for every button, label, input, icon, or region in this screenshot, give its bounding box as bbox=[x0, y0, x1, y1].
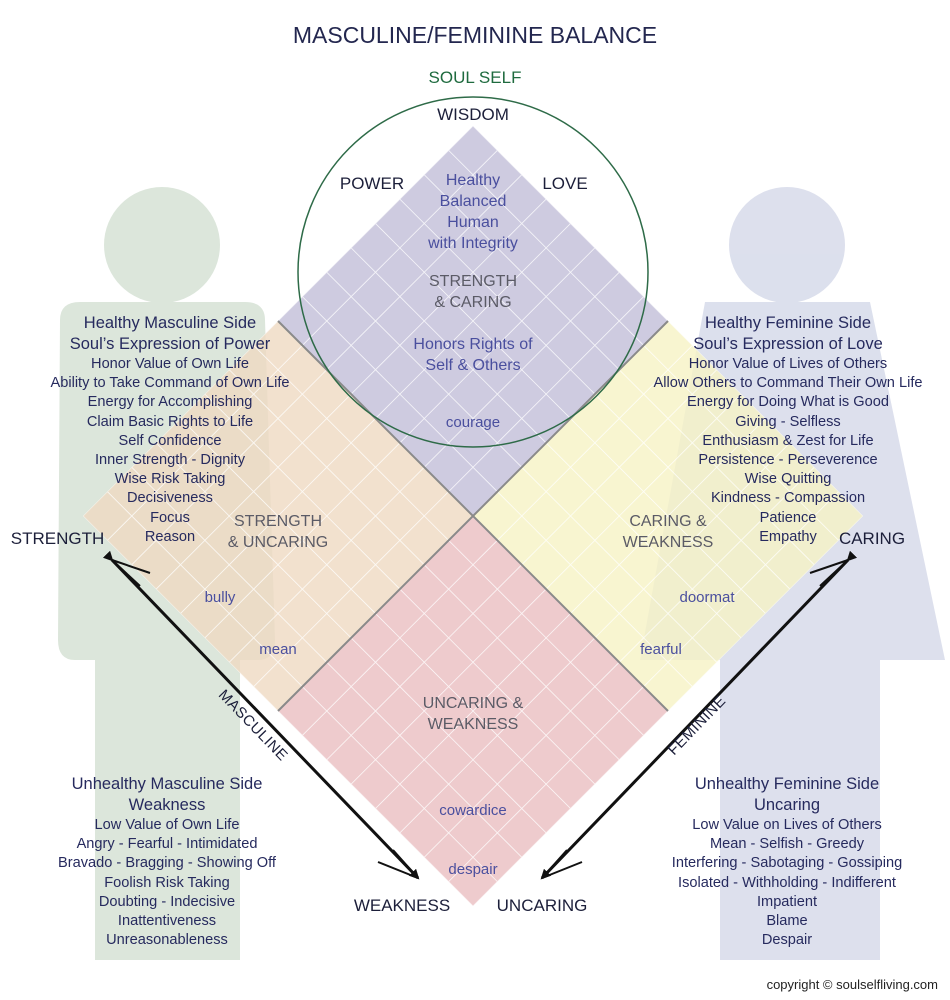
list-item: Empathy bbox=[759, 528, 817, 545]
honors-line-2: Self & Others bbox=[425, 357, 521, 374]
list-item: Energy for Accomplishing bbox=[87, 394, 253, 411]
grid-line bbox=[83, 126, 681, 906]
feminine-axis-arrow bbox=[540, 550, 858, 880]
healthy-balanced-text: Healthy Balanced Human with Integrity bbox=[373, 170, 573, 254]
strength-caring-heading: STRENGTH & CARING bbox=[373, 271, 573, 313]
doormat-label: doormat bbox=[679, 589, 735, 606]
healthy-masculine-list: Healthy Masculine Side Soul’s Expression… bbox=[20, 313, 320, 547]
strength-label: STRENGTH bbox=[10, 529, 105, 548]
uncaring-weakness-heading: UNCARING & WEAKNESS bbox=[373, 693, 573, 735]
power-label: POWER bbox=[339, 174, 405, 193]
list-item: Inner Strength - Dignity bbox=[94, 452, 246, 469]
grid-line bbox=[265, 126, 863, 906]
honors-line-1: Honors Rights of bbox=[413, 336, 533, 353]
grid-line bbox=[83, 126, 584, 906]
list-item: Decisiveness bbox=[127, 490, 213, 507]
cowardice-label: cowardice bbox=[439, 802, 507, 819]
list-item: Unreasonableness bbox=[106, 932, 228, 949]
top-line-4: with Integrity bbox=[428, 235, 518, 252]
list-item: Despair bbox=[761, 932, 813, 949]
fearful-label: fearful bbox=[640, 641, 682, 658]
unhealthy-masculine-title: Unhealthy Masculine Side bbox=[71, 775, 263, 793]
su-heading-2: & UNCARING bbox=[227, 534, 329, 551]
healthy-feminine-subtitle: Soul’s Expression of Love bbox=[693, 335, 883, 353]
list-item: Foolish Risk Taking bbox=[104, 874, 230, 891]
soul-self-label: SOUL SELF bbox=[428, 68, 522, 87]
list-item: Allow Others to Command Their Own Life bbox=[653, 375, 923, 392]
despair-label: despair bbox=[448, 861, 498, 878]
strength-uncaring-heading: STRENGTH & UNCARING bbox=[178, 511, 378, 553]
list-item: Inattentiveness bbox=[117, 913, 217, 930]
list-item: Bravado - Bragging - Showing Off bbox=[58, 855, 276, 872]
unhealthy-feminine-title: Unhealthy Feminine Side bbox=[694, 775, 880, 793]
list-item: Doubting - Indecisive bbox=[98, 893, 236, 910]
list-item: Low Value on Lives of Others bbox=[692, 817, 882, 833]
list-item: Isolated - Withholding - Indifferent bbox=[678, 874, 896, 891]
grid-line bbox=[83, 126, 633, 906]
list-item: Honor Value of Lives of Others bbox=[688, 356, 888, 372]
list-item: Blame bbox=[766, 913, 808, 930]
list-item: Kindness - Compassion bbox=[710, 490, 866, 507]
list-item: Interfering - Sabotaging - Gossiping bbox=[671, 855, 903, 872]
su-heading-1: STRENGTH bbox=[234, 513, 322, 530]
unhealthy-masculine-list: Unhealthy Masculine Side Weakness Low Va… bbox=[17, 774, 317, 950]
list-item: Ability to Take Command of Own Life bbox=[50, 375, 290, 392]
list-item: Reason bbox=[144, 528, 196, 545]
list-item: Energy for Doing What is Good bbox=[687, 394, 889, 411]
unhealthy-masculine-subtitle: Weakness bbox=[128, 796, 206, 814]
list-item: Impatient bbox=[756, 893, 818, 910]
bully-label: bully bbox=[204, 589, 236, 606]
list-item: Angry - Fearful - Intimidated bbox=[76, 836, 258, 853]
copyright-notice: copyright © soulselfliving.com bbox=[766, 977, 938, 992]
list-item: Patience bbox=[759, 509, 817, 526]
healthy-masculine-title: Healthy Masculine Side bbox=[83, 314, 257, 332]
page-title: MASCULINE/FEMININE BALANCE bbox=[292, 22, 658, 48]
list-item: Focus bbox=[150, 509, 190, 526]
list-item: Wise Quitting bbox=[744, 471, 832, 488]
grid-line bbox=[362, 126, 863, 906]
courage-label: courage bbox=[445, 414, 501, 431]
soul-self-circle bbox=[297, 96, 649, 448]
caring-weakness-heading: CARING & WEAKNESS bbox=[568, 511, 768, 553]
healthy-feminine-title: Healthy Feminine Side bbox=[705, 314, 871, 332]
caring-label: CARING bbox=[838, 529, 906, 548]
list-item: Low Value of Own Life bbox=[94, 817, 240, 833]
grid-line bbox=[313, 126, 863, 906]
cw-heading-2: WEAKNESS bbox=[622, 534, 714, 551]
uw-heading-2: WEAKNESS bbox=[427, 716, 519, 733]
mean-label: mean bbox=[259, 641, 297, 658]
list-item: Giving - Selfless bbox=[735, 413, 841, 430]
list-item: Claim Basic Rights to Life bbox=[86, 413, 254, 430]
uw-heading-1: UNCARING & bbox=[422, 695, 524, 712]
top-line-2: Balanced bbox=[439, 193, 507, 210]
list-item: Mean - Selfish - Greedy bbox=[709, 836, 865, 853]
list-item: Wise Risk Taking bbox=[114, 471, 226, 488]
sc-heading-1: STRENGTH bbox=[429, 273, 517, 290]
healthy-masculine-subtitle: Soul’s Expression of Power bbox=[69, 335, 271, 353]
masculine-axis-arrow bbox=[102, 550, 420, 880]
sc-heading-2: & CARING bbox=[434, 294, 512, 311]
top-line-1: Healthy bbox=[445, 172, 501, 189]
list-item: Honor Value of Own Life bbox=[91, 356, 249, 372]
top-line-3: Human bbox=[447, 214, 499, 231]
list-item: Enthusiasm & Zest for Life bbox=[702, 432, 874, 449]
unhealthy-feminine-list: Unhealthy Feminine Side Uncaring Low Val… bbox=[637, 774, 937, 950]
unhealthy-feminine-subtitle: Uncaring bbox=[753, 796, 821, 814]
love-label: LOVE bbox=[542, 174, 588, 193]
list-item: Persistence - Perseverence bbox=[698, 452, 878, 469]
list-item: Self Confidence bbox=[118, 432, 222, 449]
cw-heading-1: CARING & bbox=[629, 513, 707, 530]
uncaring-label: UNCARING bbox=[496, 896, 588, 915]
weakness-label: WEAKNESS bbox=[353, 896, 451, 915]
healthy-feminine-list: Healthy Feminine Side Soul’s Expression … bbox=[628, 313, 948, 547]
honors-rights-text: Honors Rights of Self & Others bbox=[373, 334, 573, 376]
wisdom-label: WISDOM bbox=[437, 105, 509, 124]
